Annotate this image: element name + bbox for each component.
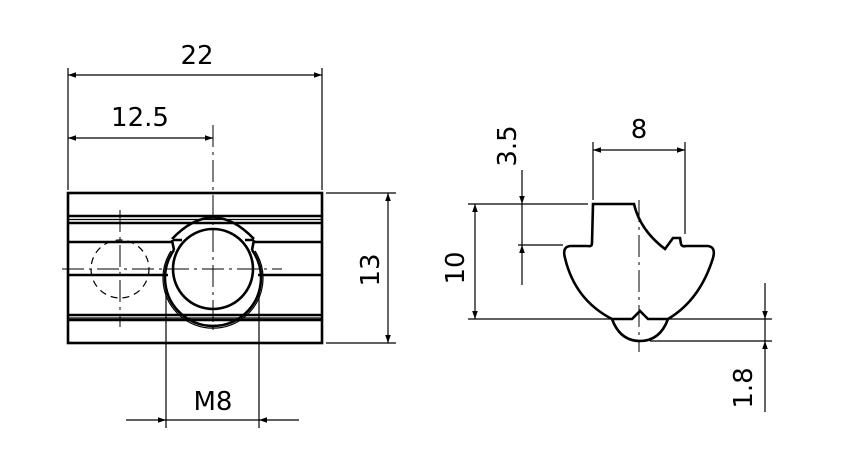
bottom-bump [610,318,670,343]
nut-outline [66,191,324,345]
dimension-label-8: 8 [631,115,648,145]
dimension-label-22: 22 [180,41,213,71]
dimension-13: 13 [326,192,396,344]
dimension-1-8: 1.8 [650,283,772,412]
dimension-12-5: 12.5 [68,103,213,141]
dimension-label-1-8: 1.8 [729,367,759,408]
dimension-label-3-5: 3.5 [493,125,523,166]
dimension-22: 22 [67,41,323,190]
dimension-m8: M8 [126,290,299,428]
thread-ring [163,249,263,328]
side-view [562,200,716,352]
dimension-3-5: 3.5 [468,125,588,285]
dimension-label-13: 13 [356,253,386,286]
dimension-label-12-5: 12.5 [111,103,169,133]
dimension-label-10: 10 [441,251,471,284]
dimension-10: 10 [441,204,612,320]
groove-lines [68,214,322,322]
dimension-8: 8 [592,115,686,234]
profile-outline [562,202,716,321]
front-view [62,125,324,345]
dimension-label-m8: M8 [194,387,233,417]
